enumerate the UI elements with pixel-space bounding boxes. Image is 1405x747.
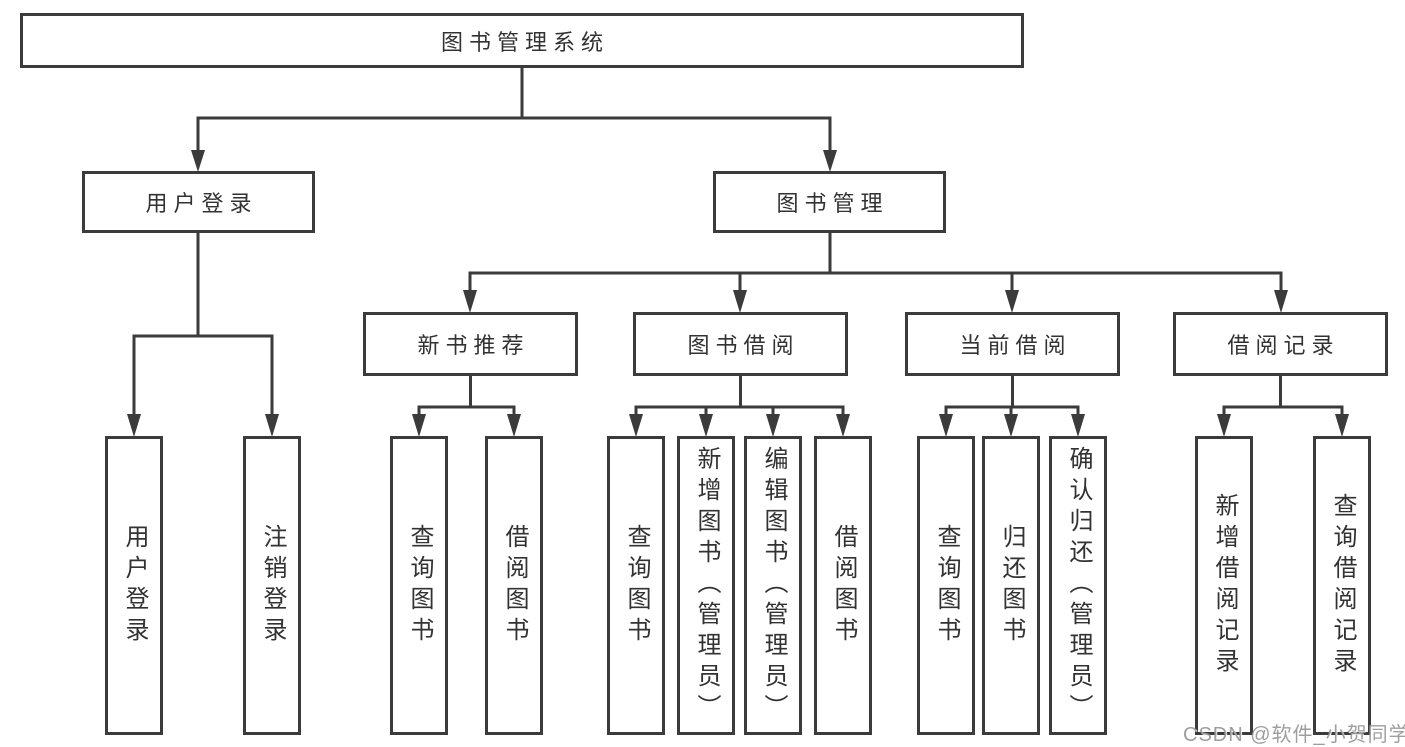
node-borrowing-records: 借阅记录 bbox=[1173, 312, 1388, 376]
node-user-login: 用户登录 bbox=[82, 171, 315, 233]
leaf-newbook-borrow-books: 借阅图书 bbox=[485, 436, 543, 735]
leaf-borrowing-edit-books-admin: 编辑图书（管理员） bbox=[744, 436, 802, 735]
node-label: 注销登录 bbox=[259, 523, 286, 648]
node-label: 编辑图书（管理员） bbox=[760, 446, 787, 725]
leaf-user-login: 用户登录 bbox=[105, 436, 163, 735]
leaf-logout: 注销登录 bbox=[243, 436, 301, 735]
leaf-borrowing-query-books: 查询图书 bbox=[607, 436, 665, 735]
node-label: 图书管理系统 bbox=[440, 29, 609, 55]
node-label: 借阅图书 bbox=[830, 523, 857, 648]
leaf-newbook-query-books: 查询图书 bbox=[390, 436, 448, 735]
node-label: 归还图书 bbox=[998, 523, 1025, 648]
leaf-borrowing-borrow-books: 借阅图书 bbox=[814, 436, 872, 735]
node-label: 新书推荐 bbox=[417, 333, 530, 358]
node-library-system: 图书管理系统 bbox=[20, 13, 1024, 68]
node-label: 查询图书 bbox=[933, 523, 960, 648]
leaf-records-add-record: 新增借阅记录 bbox=[1195, 436, 1253, 735]
leaf-current-return-books: 归还图书 bbox=[982, 436, 1040, 735]
node-label: 查询图书 bbox=[623, 523, 650, 648]
node-label: 图书借阅 bbox=[687, 333, 800, 358]
node-label: 用户登录 bbox=[145, 191, 258, 216]
node-label: 借阅图书 bbox=[501, 523, 528, 648]
node-label: 查询借阅记录 bbox=[1329, 492, 1356, 679]
node-label: 新增借阅记录 bbox=[1211, 492, 1238, 679]
node-book-borrowing: 图书借阅 bbox=[633, 312, 848, 376]
leaf-current-confirm-return-admin: 确认归还（管理员） bbox=[1049, 436, 1107, 735]
node-new-book-recommendation: 新书推荐 bbox=[363, 312, 578, 376]
node-label: 用户登录 bbox=[121, 523, 148, 648]
node-label: 查询图书 bbox=[406, 523, 433, 648]
leaf-borrowing-add-books-admin: 新增图书（管理员） bbox=[677, 436, 735, 735]
csdn-watermark: CSDN @软件_小贺同学 bbox=[1183, 724, 1405, 746]
node-label: 当前借阅 bbox=[959, 333, 1072, 358]
node-label: 借阅记录 bbox=[1227, 333, 1340, 358]
node-book-management: 图书管理 bbox=[713, 171, 946, 233]
leaf-current-query-books: 查询图书 bbox=[917, 436, 975, 735]
node-label: 图书管理 bbox=[776, 191, 889, 216]
node-label: 新增图书（管理员） bbox=[693, 446, 720, 725]
node-current-borrowing: 当前借阅 bbox=[905, 312, 1120, 376]
leaf-records-query-record: 查询借阅记录 bbox=[1313, 436, 1371, 735]
node-label: 确认归还（管理员） bbox=[1065, 446, 1092, 725]
